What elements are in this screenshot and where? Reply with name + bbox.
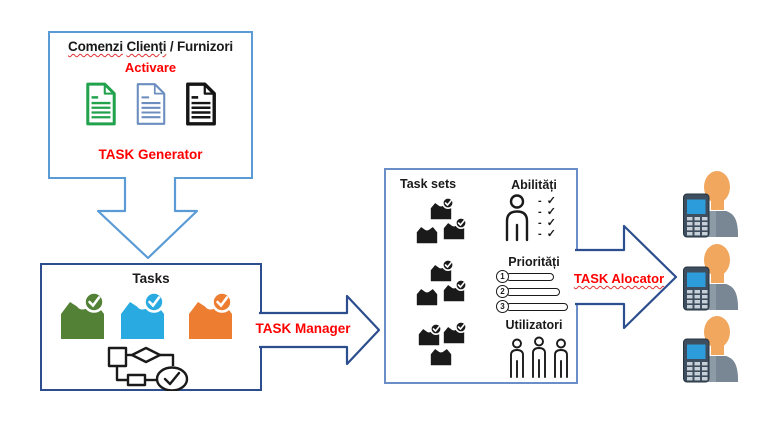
document-blue-icon (136, 83, 165, 125)
checklist: - ✓ - ✓ - ✓ - ✓ (538, 194, 557, 242)
task-tray-orange-icon (189, 291, 233, 339)
tasks-box: Tasks (40, 263, 262, 391)
task-alocator-arrow (575, 224, 678, 330)
priority-bar (506, 272, 554, 281)
priority-bar (506, 302, 568, 311)
checklist-item: - ✓ (538, 217, 557, 229)
users-label: Utilizatori (505, 318, 563, 332)
priorities-icon: 1 2 3 (496, 270, 568, 315)
checklist-item: - ✓ (538, 195, 557, 207)
document-black-icon (185, 82, 216, 126)
task-generator-box: Comenzi Clienți / Furnizori Activare (48, 31, 253, 179)
priority-number: 1 (496, 270, 509, 283)
priority-item: 2 (496, 285, 568, 298)
down-arrow (96, 177, 199, 260)
task-tray-blue-icon (121, 291, 165, 339)
priority-number: 2 (496, 285, 509, 298)
activare-label: Activare (124, 60, 177, 75)
user-phone-icon (683, 171, 738, 238)
workflow-icon (107, 346, 189, 391)
task-set-cluster-icon (415, 198, 467, 245)
priority-item: 3 (496, 300, 568, 313)
generator-title-word1: Comenzi (68, 39, 123, 54)
person-outline-icon (505, 194, 529, 242)
task-sets-box: Task sets (384, 168, 578, 384)
abilities-icon: - ✓ - ✓ - ✓ - ✓ (502, 194, 557, 242)
task-sets-title: Task sets (400, 177, 457, 191)
generator-box-title: Comenzi Clienți / Furnizori (50, 39, 251, 54)
documents-row (50, 81, 251, 127)
tasks-box-title: Tasks (132, 271, 170, 286)
task-manager-label: TASK Manager (255, 321, 351, 336)
priority-number: 3 (496, 300, 509, 313)
document-green-icon (85, 82, 116, 126)
priority-bar (506, 287, 560, 296)
task-tray-green-icon (61, 291, 105, 339)
user-phone-icon (683, 316, 738, 383)
task-set-cluster-icon (415, 260, 467, 307)
abilities-label: Abilități (511, 178, 557, 192)
generator-title-word2: Clienți (126, 39, 167, 54)
generator-title-rest: / Furnizori (169, 39, 233, 54)
task-set-cluster-icon (417, 322, 467, 367)
task-alocator-label: TASK Alocator (573, 271, 665, 286)
user-phone-icon (683, 244, 738, 311)
checklist-item: - ✓ (538, 228, 557, 240)
task-generator-label: TASK Generator (98, 147, 203, 162)
task-manager-arrow (259, 294, 381, 366)
users-icon (510, 336, 568, 378)
priority-item: 1 (496, 270, 568, 283)
checklist-item: - ✓ (538, 206, 557, 218)
priorities-label: Priorități (508, 255, 560, 269)
